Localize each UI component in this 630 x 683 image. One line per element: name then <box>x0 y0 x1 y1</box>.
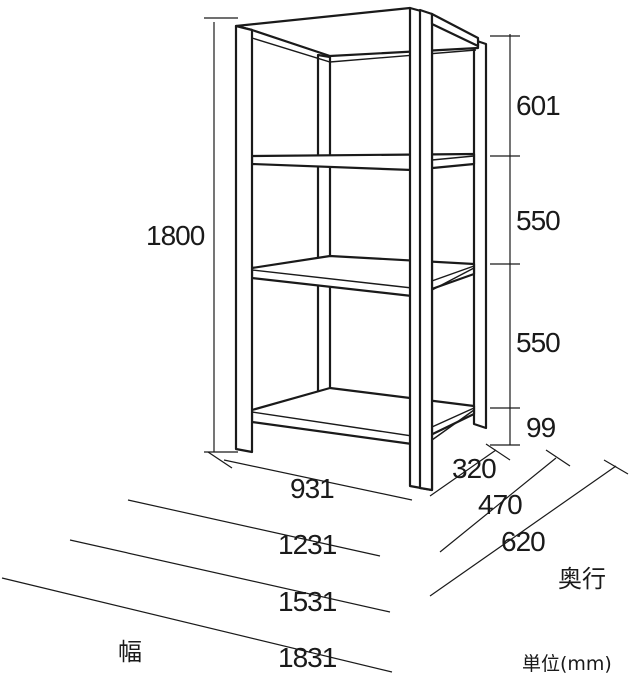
depth-dimensions: 320 470 620 奥行 <box>429 443 629 597</box>
depth-axis-label: 奥行 <box>558 565 606 593</box>
spacing-label-4: 99 <box>526 412 556 443</box>
bottom-shelf <box>250 386 476 446</box>
unit-label: 単位(mm) <box>522 653 612 675</box>
width-label-3: 1531 <box>278 586 337 617</box>
width-label-4: 1831 <box>278 642 337 673</box>
back-right-post <box>472 38 488 430</box>
spacing-label-2: 550 <box>516 205 560 236</box>
back-left-post <box>316 53 332 395</box>
front-left-post <box>234 24 254 454</box>
shelf-unit-drawing <box>234 6 488 492</box>
width-axis-label: 幅 <box>118 638 142 666</box>
depth-label-2: 470 <box>478 489 522 520</box>
depth-label-3: 620 <box>501 526 545 557</box>
top-shelf <box>234 6 480 58</box>
height-dimension: 1800 <box>146 17 238 453</box>
width-label-2: 1231 <box>278 529 337 560</box>
width-dimensions: 931 1231 1531 1831 幅 <box>1 451 413 673</box>
side-rail-top <box>430 12 480 48</box>
shelf-3 <box>250 254 476 298</box>
depth-label-1: 320 <box>452 453 496 484</box>
spacing-label-3: 550 <box>516 327 560 358</box>
shelf-spacing-dimensions: 601 550 550 99 <box>490 34 561 446</box>
height-total-label: 1800 <box>146 220 205 251</box>
spacing-label-1: 601 <box>516 90 560 121</box>
shelf-2 <box>250 152 476 172</box>
width-label-1: 931 <box>290 473 334 504</box>
